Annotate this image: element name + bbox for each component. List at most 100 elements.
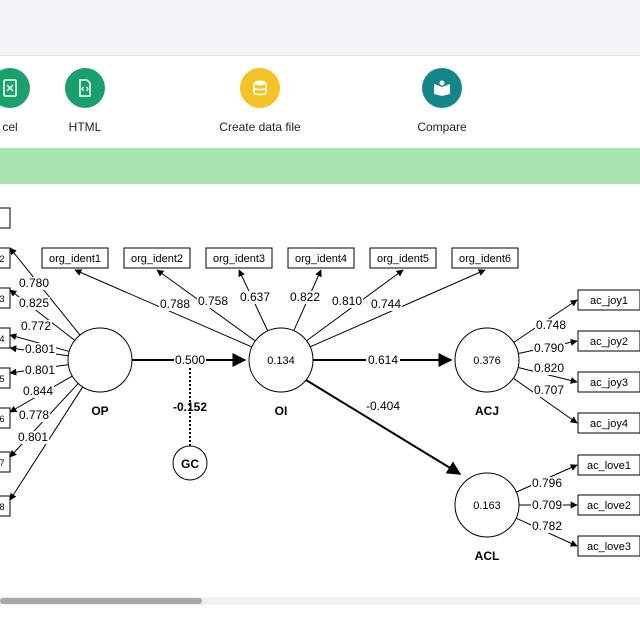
latent-acl-name: ACL	[475, 549, 500, 563]
acj-loading-label-bg	[533, 362, 565, 375]
latent-op[interactable]	[67, 327, 133, 393]
ac-love-label: ac_love1	[587, 460, 631, 472]
op-indicator-box[interactable]	[0, 247, 11, 269]
latent-op-name: OP	[91, 404, 108, 418]
op-loading-label-bg	[20, 320, 52, 333]
moderation-label: -0.152	[173, 400, 207, 414]
path-op-oi-label: 0.500	[175, 353, 205, 367]
latent-acl[interactable]	[454, 472, 520, 538]
latent-acj[interactable]	[454, 327, 520, 393]
excel-button[interactable]: cel	[0, 68, 40, 134]
op-indicator-label: 3	[0, 294, 5, 304]
op-indicator-label: 6	[0, 414, 5, 424]
op-indicator-box[interactable]	[0, 287, 11, 309]
database-icon	[240, 68, 280, 108]
op-indicator-label: 4	[0, 334, 5, 344]
op-loading-label-bg	[24, 364, 56, 377]
acl-loading-label: 0.796	[532, 476, 562, 490]
op-loading-label-bg	[18, 297, 50, 310]
org-ident-box[interactable]	[451, 247, 519, 269]
html-label: HTML	[68, 120, 102, 134]
org-ident-box[interactable]	[287, 247, 355, 269]
op-indicator-label: 2	[0, 254, 5, 264]
oi-loading-label-bg	[239, 291, 271, 304]
op-indicator-box[interactable]	[0, 451, 11, 473]
scrollbar-thumb[interactable]	[0, 598, 202, 604]
path-op-oi-label-bg	[174, 352, 206, 366]
org-ident-label: org_ident5	[377, 253, 429, 265]
acl-loading-label-bg	[531, 477, 563, 490]
op-indicator-label: 8	[0, 502, 5, 512]
op-loading-label-bg	[17, 431, 49, 444]
op-indicator-box[interactable]	[0, 495, 11, 517]
acj-loading-label-bg	[533, 384, 565, 397]
op-loading-label: 0.801	[25, 363, 55, 377]
ac-joy-label: ac_joy4	[590, 418, 628, 430]
acj-loading-label: 0.820	[534, 361, 564, 375]
ac-love-box[interactable]	[577, 454, 640, 476]
compare-button[interactable]: Compare	[397, 68, 487, 134]
oi-loading-label-bg	[197, 295, 229, 308]
op-loading-path	[9, 247, 81, 336]
latent-acj-value: 0.376	[473, 355, 501, 367]
html-button[interactable]: HTML	[55, 68, 115, 134]
acj-loading-label: 0.790	[534, 341, 564, 355]
op-loading-label: 0.844	[23, 384, 53, 398]
acj-loading-label-bg	[535, 319, 567, 332]
create-data-file-button[interactable]: Create data file	[205, 68, 315, 134]
latent-gc[interactable]	[172, 445, 208, 481]
ac-joy-box[interactable]	[577, 289, 640, 311]
op-indicator-box[interactable]	[0, 407, 11, 429]
acj-loading-label-bg	[533, 342, 565, 355]
org-ident-label: org_ident2	[131, 253, 183, 265]
latent-oi-name: OI	[275, 404, 288, 418]
path-oi-acj-label: 0.614	[368, 353, 398, 367]
oi-loading-label-bg	[289, 291, 321, 304]
ac-love-box[interactable]	[577, 535, 640, 557]
op-loading-label-bg	[18, 277, 50, 290]
op-loading-label-bg	[24, 343, 56, 356]
oi-loading-label: 0.744	[371, 297, 401, 311]
org-ident-label: org_ident6	[459, 253, 511, 265]
oi-loading-label: 0.788	[160, 297, 190, 311]
latent-acl-value: 0.163	[473, 500, 501, 512]
footer-area	[0, 606, 640, 640]
acl-loading-label: 0.782	[532, 519, 562, 533]
op-loading-label: 0.801	[25, 342, 55, 356]
excel-icon	[0, 68, 30, 108]
status-banner	[0, 148, 640, 184]
op-loading-label: 0.780	[19, 276, 49, 290]
latent-acj-name: ACJ	[475, 404, 499, 418]
op-loading-label: 0.825	[19, 296, 49, 310]
horizontal-scrollbar[interactable]	[0, 597, 640, 605]
org-ident-box[interactable]	[123, 247, 191, 269]
org-ident-box[interactable]	[369, 247, 437, 269]
op-loading-label-bg	[22, 385, 54, 398]
op-indicator-box[interactable]	[0, 207, 11, 229]
op-indicator-box[interactable]	[0, 367, 11, 389]
latent-oi[interactable]	[248, 327, 314, 393]
compare-label: Compare	[417, 120, 467, 134]
org-ident-box[interactable]	[41, 247, 109, 269]
op-indicator-label: 7	[0, 458, 5, 468]
path-oi-acl	[305, 379, 462, 475]
ac-joy-box[interactable]	[577, 412, 640, 434]
oi-loading-label-bg	[331, 295, 363, 308]
measurement-model: 23456780.7800.8250.7720.8010.8010.8440.7…	[0, 207, 640, 557]
ac-love-box[interactable]	[577, 494, 640, 516]
org-ident-label: org_ident4	[295, 253, 347, 265]
oi-loading-label: 0.822	[290, 290, 320, 304]
org-ident-box[interactable]	[205, 247, 273, 269]
acj-loading-path	[513, 377, 578, 424]
oi-loading-label-bg	[370, 298, 402, 311]
create-data-file-label: Create data file	[219, 120, 301, 134]
ac-joy-box[interactable]	[577, 371, 640, 393]
ac-love-label: ac_love2	[587, 500, 631, 512]
path-model-diagram[interactable]: 0.500 0.614 -0.404 -0.152 23456780.7800.…	[0, 184, 640, 604]
html-icon	[65, 68, 105, 108]
op-loading-label: 0.801	[18, 430, 48, 444]
ac-joy-box[interactable]	[577, 330, 640, 352]
op-indicator-label: 5	[0, 374, 5, 384]
compare-icon	[422, 68, 462, 108]
